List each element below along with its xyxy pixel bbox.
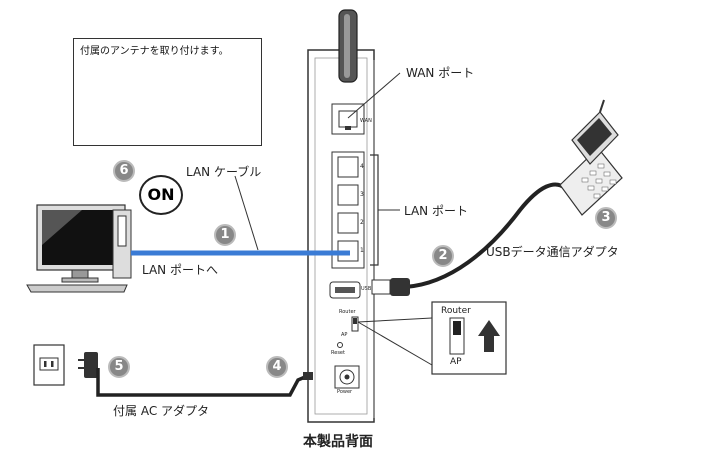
usb-plug-icon — [371, 278, 410, 296]
power-jack — [334, 365, 360, 389]
power-cable — [96, 368, 306, 397]
zoom-ap-label: AP — [450, 357, 462, 367]
dc-plug — [303, 372, 313, 380]
usb-port-mark: USB — [361, 286, 372, 292]
step-badge-5: 5 — [108, 356, 130, 378]
step-badge-1: 1 — [214, 224, 236, 246]
step-badge-2: 2 — [432, 245, 454, 267]
product-back-caption: 本製品背面 — [303, 434, 373, 450]
lan-ports — [331, 151, 365, 269]
lan-port-number: 4 — [360, 163, 364, 170]
usb-port — [329, 281, 361, 299]
lan-port-number: 3 — [360, 191, 364, 198]
switch-router-mark: Router — [339, 309, 356, 315]
wall-outlet-icon — [33, 344, 65, 386]
usb-adapter-label: USBデータ通信アダプタ — [486, 245, 619, 259]
reset-button — [337, 342, 343, 348]
power-on-bubble: ON — [139, 175, 183, 215]
power-mark: Power — [337, 389, 353, 395]
step-badge-6: 6 — [113, 160, 135, 182]
switch-ap-mark: AP — [341, 332, 348, 338]
lan-cable-label: LAN ケーブル — [186, 165, 262, 179]
zoom-router-label: Router — [441, 306, 471, 316]
lan-port-label: LAN ポート — [404, 204, 468, 218]
lan-port-to-label: LAN ポートへ — [142, 263, 218, 277]
mobile-phone-icon — [559, 99, 623, 216]
lan-port-number: 2 — [360, 219, 364, 226]
lan-port-number: 1 — [360, 247, 364, 254]
arrow-up-icon — [478, 320, 500, 352]
wan-port-label: WAN ポート — [406, 66, 475, 80]
step-badge-4: 4 — [266, 356, 288, 378]
pc-monitor-icon — [26, 204, 132, 293]
ac-adapter-label: 付属 AC アダプタ — [113, 404, 210, 418]
antenna-inset: 付属のアンテナを取り付けます。 — [73, 38, 262, 146]
inset-caption: 付属のアンテナを取り付けます。 — [80, 46, 229, 57]
wan-port-mark: WAN — [360, 118, 372, 124]
ac-adapter-icon — [78, 352, 98, 378]
usb-cable — [404, 182, 567, 289]
antenna-icon — [338, 9, 358, 83]
step-badge-3: 3 — [595, 207, 617, 229]
reset-mark: Reset — [331, 350, 345, 356]
